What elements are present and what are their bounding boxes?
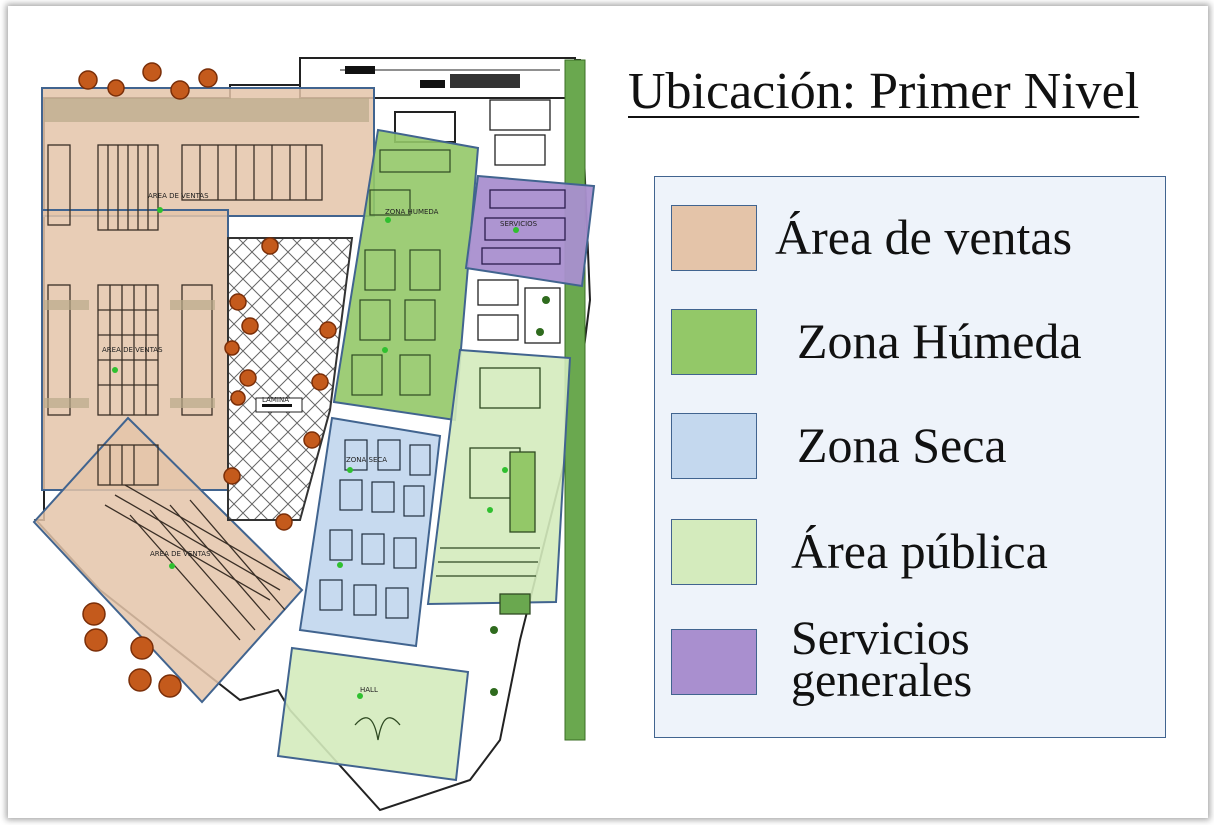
- label-ventas-diag: AREA DE VENTAS: [150, 550, 211, 558]
- label-humeda: ZONA HUMEDA: [385, 208, 439, 216]
- green-tree-icons: [490, 296, 550, 696]
- legend-label-area-ventas: Área de ventas: [775, 209, 1073, 265]
- label-ventas-top: AREA DE VENTAS: [148, 192, 209, 200]
- legend-label-zona-seca: Zona Seca: [797, 417, 1007, 473]
- label-markers: [112, 207, 519, 699]
- plan-labels: AREA DE VENTAS AREA DE VENTAS AREA DE VE…: [102, 192, 538, 694]
- legend-label-zona-humeda: Zona Húmeda: [797, 313, 1082, 369]
- label-ventas-mid: AREA DE VENTAS: [102, 346, 163, 354]
- plant-icons: [78, 62, 337, 698]
- legend-swatch-zona-seca: [671, 413, 757, 479]
- label-servicios: SERVICIOS: [500, 220, 538, 228]
- zone-zona-seca: [298, 416, 442, 648]
- legend-swatch-area-publica: [671, 519, 757, 585]
- ventas-beige-bands: [44, 98, 369, 408]
- zone-area-publica: [276, 348, 572, 782]
- legend-swatch-servicios-generales: [671, 629, 757, 695]
- label-hall: HALL: [360, 686, 378, 694]
- legend: Área de ventas Zona Húmeda Zona Seca Áre…: [654, 176, 1166, 738]
- legend-label-servicios-line1: Servicios: [791, 612, 970, 665]
- zone-zona-humeda: [332, 128, 480, 422]
- label-seca: ZONA SECA: [346, 456, 387, 464]
- legend-swatch-area-ventas: [671, 205, 757, 271]
- label-lamina: LAMINA: [262, 396, 289, 404]
- legend-label-area-publica: Área pública: [791, 523, 1048, 579]
- zone-servicios-generales: [464, 174, 596, 288]
- legend-item-servicios-generales: Servicios generales: [671, 615, 1151, 725]
- legend-swatch-zona-humeda: [671, 309, 757, 375]
- corridor-details: [477, 99, 561, 344]
- ventas-shelving: [47, 144, 323, 641]
- legend-item-zona-humeda: Zona Húmeda: [671, 305, 1151, 385]
- legend-item-area-ventas: Área de ventas: [671, 201, 1151, 281]
- legend-label-servicios-line2: generales: [791, 654, 973, 707]
- legend-item-zona-seca: Zona Seca: [671, 409, 1151, 489]
- legend-item-area-publica: Área pública: [671, 515, 1151, 595]
- publica-details: [354, 367, 541, 741]
- page-title: Ubicación: Primer Nivel: [628, 63, 1140, 120]
